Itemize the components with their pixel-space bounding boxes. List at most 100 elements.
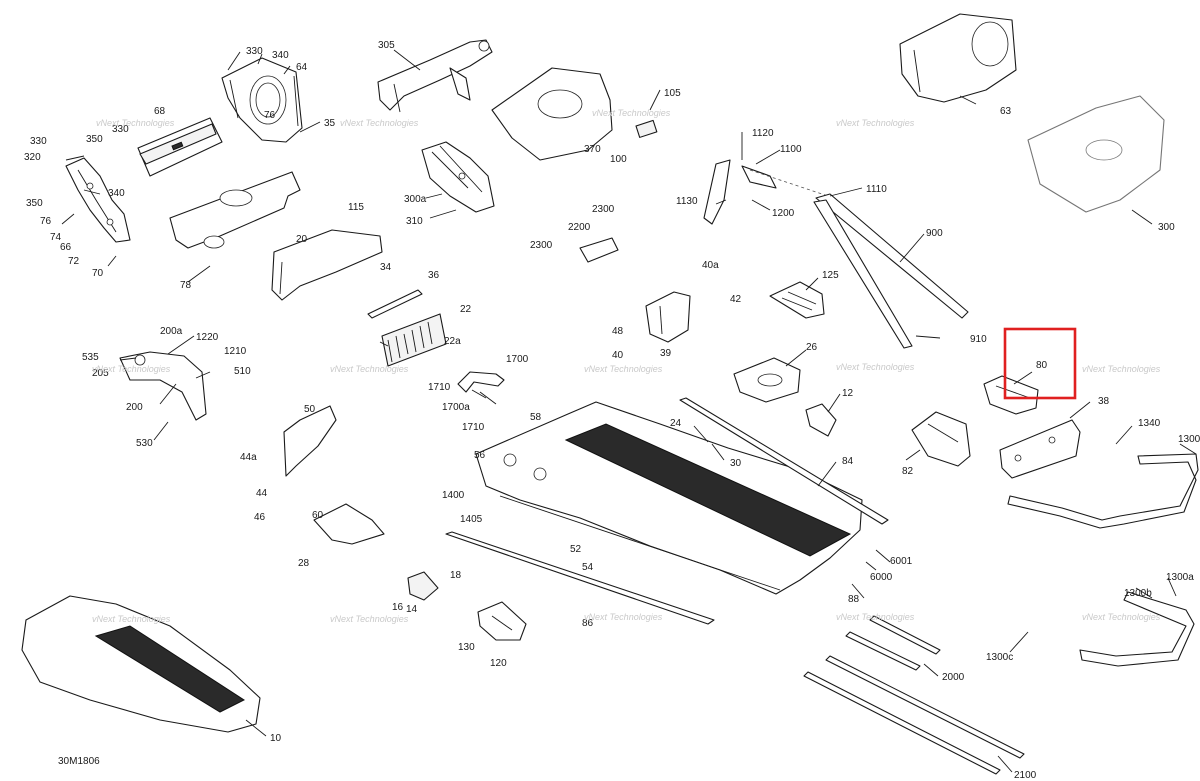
label-84: 84 bbox=[842, 456, 854, 467]
label-305: 305 bbox=[378, 40, 395, 51]
label-200: 200 bbox=[126, 402, 143, 413]
arch-bracket-340 bbox=[65, 157, 131, 243]
label-1200: 1200 bbox=[772, 208, 795, 219]
label-56: 56 bbox=[474, 450, 486, 461]
slide-2100 bbox=[803, 655, 1025, 775]
label-510: 510 bbox=[234, 366, 251, 377]
label-1100: 1100 bbox=[780, 144, 802, 155]
label-320: 320 bbox=[24, 152, 41, 163]
label-130: 130 bbox=[458, 642, 475, 653]
label-2000: 2000 bbox=[942, 672, 965, 683]
label-34: 34 bbox=[380, 262, 392, 273]
plate-26 bbox=[733, 357, 801, 403]
label-330-c: 330 bbox=[30, 136, 47, 147]
bracket-44 bbox=[283, 405, 337, 477]
label-2300-b: 2300 bbox=[530, 240, 553, 251]
label-125: 125 bbox=[822, 270, 839, 281]
watermark: vNext Technologies bbox=[330, 364, 409, 374]
label-52: 52 bbox=[570, 544, 582, 555]
label-64: 64 bbox=[296, 62, 308, 73]
label-1710-b: 1710 bbox=[462, 422, 485, 433]
tunnel-6000 bbox=[475, 401, 863, 595]
label-1120: 1120 bbox=[752, 128, 774, 139]
bumper-1300 bbox=[1007, 453, 1199, 529]
watermark: vNext Technologies bbox=[836, 612, 915, 622]
cooler-22 bbox=[381, 313, 447, 367]
label-535: 535 bbox=[82, 352, 99, 363]
callout-labels: 330 340 64 76 35 68 330 350 330 320 340 … bbox=[24, 40, 1200, 781]
label-1220: 1220 bbox=[196, 332, 219, 343]
label-330: 330 bbox=[246, 46, 263, 57]
label-70: 70 bbox=[92, 268, 104, 279]
tube-1700 bbox=[457, 371, 505, 393]
label-42: 42 bbox=[730, 294, 742, 305]
label-12: 12 bbox=[842, 388, 854, 399]
label-16: 16 bbox=[392, 602, 404, 613]
label-68: 68 bbox=[154, 106, 166, 117]
label-40a: 40a bbox=[702, 260, 719, 271]
label-910: 910 bbox=[970, 334, 987, 345]
bracket-82 bbox=[911, 411, 971, 467]
label-1710: 1710 bbox=[428, 382, 451, 393]
bracket-assembly-64 bbox=[221, 57, 303, 143]
watermark: vNext Technologies bbox=[836, 362, 915, 372]
label-1400: 1400 bbox=[442, 490, 465, 501]
assembly-10 bbox=[21, 595, 261, 733]
watermark: vNext Technologies bbox=[96, 118, 175, 128]
label-115: 115 bbox=[348, 202, 364, 213]
label-74: 74 bbox=[50, 232, 62, 243]
label-300a: 300a bbox=[404, 194, 427, 205]
label-66: 66 bbox=[60, 242, 72, 253]
label-2200: 2200 bbox=[568, 222, 591, 233]
label-86: 86 bbox=[582, 618, 594, 629]
label-1210: 1210 bbox=[224, 346, 247, 357]
label-44: 44 bbox=[256, 488, 268, 499]
console-300a bbox=[421, 141, 495, 213]
frame-63 bbox=[899, 13, 1017, 103]
label-80: 80 bbox=[1036, 360, 1048, 371]
label-2300: 2300 bbox=[592, 204, 615, 215]
label-14: 14 bbox=[406, 604, 418, 615]
label-100: 100 bbox=[610, 154, 627, 165]
label-205: 205 bbox=[92, 368, 109, 379]
watermark: vNext Technologies bbox=[592, 108, 671, 118]
bracket-38 bbox=[999, 419, 1081, 479]
label-1300b: 1300b bbox=[1124, 588, 1152, 599]
label-28: 28 bbox=[298, 558, 310, 569]
watermark: vNext Technologies bbox=[1082, 364, 1161, 374]
bracket-20 bbox=[271, 229, 383, 301]
label-1700a: 1700a bbox=[442, 402, 470, 413]
frame-300-ghost bbox=[1027, 95, 1165, 213]
label-120: 120 bbox=[490, 658, 507, 669]
label-1700: 1700 bbox=[506, 354, 529, 365]
label-38: 38 bbox=[1098, 396, 1110, 407]
plate-125 bbox=[769, 281, 825, 319]
label-330-b: 330 bbox=[112, 124, 129, 135]
label-350: 350 bbox=[86, 134, 103, 145]
linkage-1100 bbox=[703, 159, 829, 225]
label-22a: 22a bbox=[444, 336, 461, 347]
watermark: vNext Technologies bbox=[92, 614, 171, 624]
bracket-40 bbox=[645, 291, 691, 343]
watermark: vNext Technologies bbox=[836, 118, 915, 128]
slide-2000 bbox=[845, 615, 941, 671]
label-78: 78 bbox=[180, 280, 192, 291]
label-48: 48 bbox=[612, 326, 624, 337]
label-46: 46 bbox=[254, 512, 266, 523]
part-12 bbox=[805, 403, 837, 437]
label-1405: 1405 bbox=[460, 514, 483, 525]
label-1110: 1110 bbox=[866, 184, 887, 195]
bracket-2200 bbox=[579, 237, 619, 263]
callout-leaders bbox=[61, 49, 1197, 773]
label-88: 88 bbox=[848, 594, 860, 605]
watermark: vNext Technologies bbox=[1082, 612, 1161, 622]
watermark: vNext Technologies bbox=[584, 364, 663, 374]
label-60: 60 bbox=[312, 510, 324, 521]
rail-84 bbox=[679, 397, 889, 525]
part-18 bbox=[407, 571, 439, 601]
label-1300a: 1300a bbox=[1166, 572, 1194, 583]
plate-130 bbox=[477, 601, 527, 641]
label-26: 26 bbox=[806, 342, 818, 353]
label-105: 105 bbox=[664, 88, 681, 99]
